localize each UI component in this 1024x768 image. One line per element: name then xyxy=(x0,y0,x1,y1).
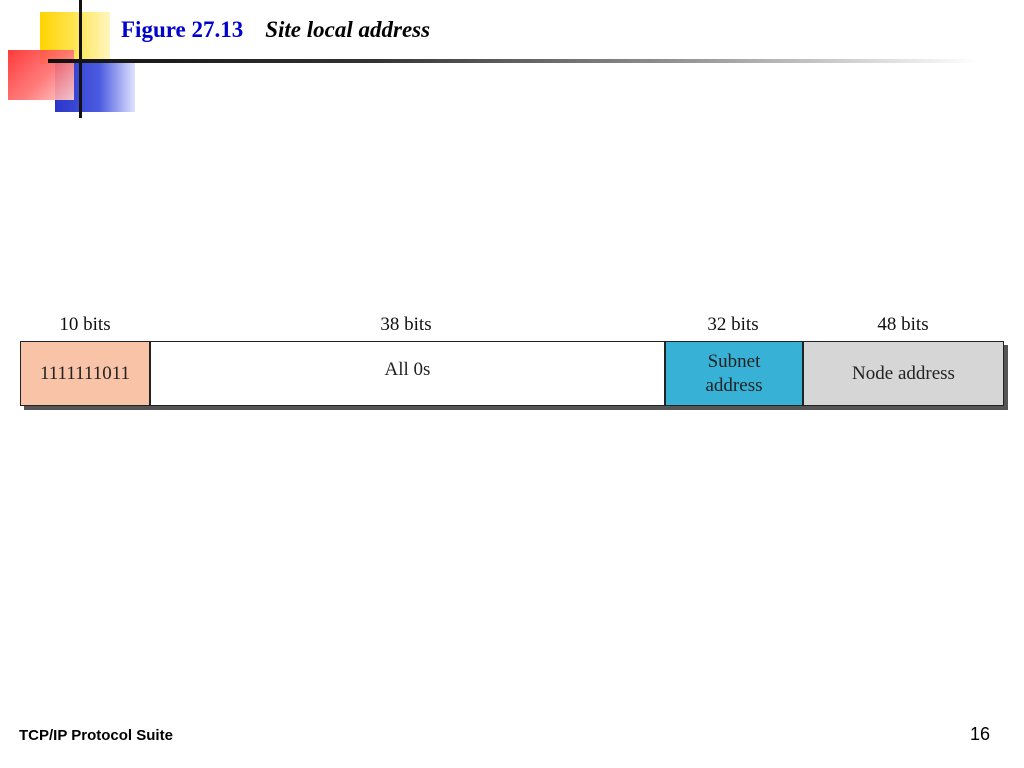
bits-label-prefix: 10 bits xyxy=(59,314,111,335)
address-field-row: 1111111011 All 0s Subnet address Node ad… xyxy=(20,341,1004,406)
title-underline xyxy=(48,59,978,63)
node-field: Node address xyxy=(802,342,1003,405)
figure-number: Figure 27.13 xyxy=(121,17,244,42)
zeros-field-value: All 0s xyxy=(384,359,431,380)
address-format-diagram: 1111111011 All 0s Subnet address Node ad… xyxy=(20,341,1008,410)
subnet-field-line2: address xyxy=(705,374,763,396)
bits-label-node: 48 bits xyxy=(877,314,929,335)
slide-logo-decoration xyxy=(0,0,150,120)
node-field-value: Node address xyxy=(852,362,955,384)
footer-text: TCP/IP Protocol Suite xyxy=(19,727,173,744)
zeros-field: All 0s xyxy=(149,342,664,405)
subnet-field: Subnet address xyxy=(664,342,802,405)
slide-title: Figure 27.13 Site local address xyxy=(121,17,430,43)
logo-red-square xyxy=(8,50,74,100)
prefix-field-value: 1111111011 xyxy=(39,362,131,384)
page-number: 16 xyxy=(970,724,991,744)
bits-label-subnet: 32 bits xyxy=(707,314,759,335)
prefix-field: 1111111011 xyxy=(21,342,149,405)
subnet-field-line1: Subnet xyxy=(707,350,761,372)
figure-caption: Site local address xyxy=(265,17,431,42)
bits-label-zeros: 38 bits xyxy=(380,314,432,335)
